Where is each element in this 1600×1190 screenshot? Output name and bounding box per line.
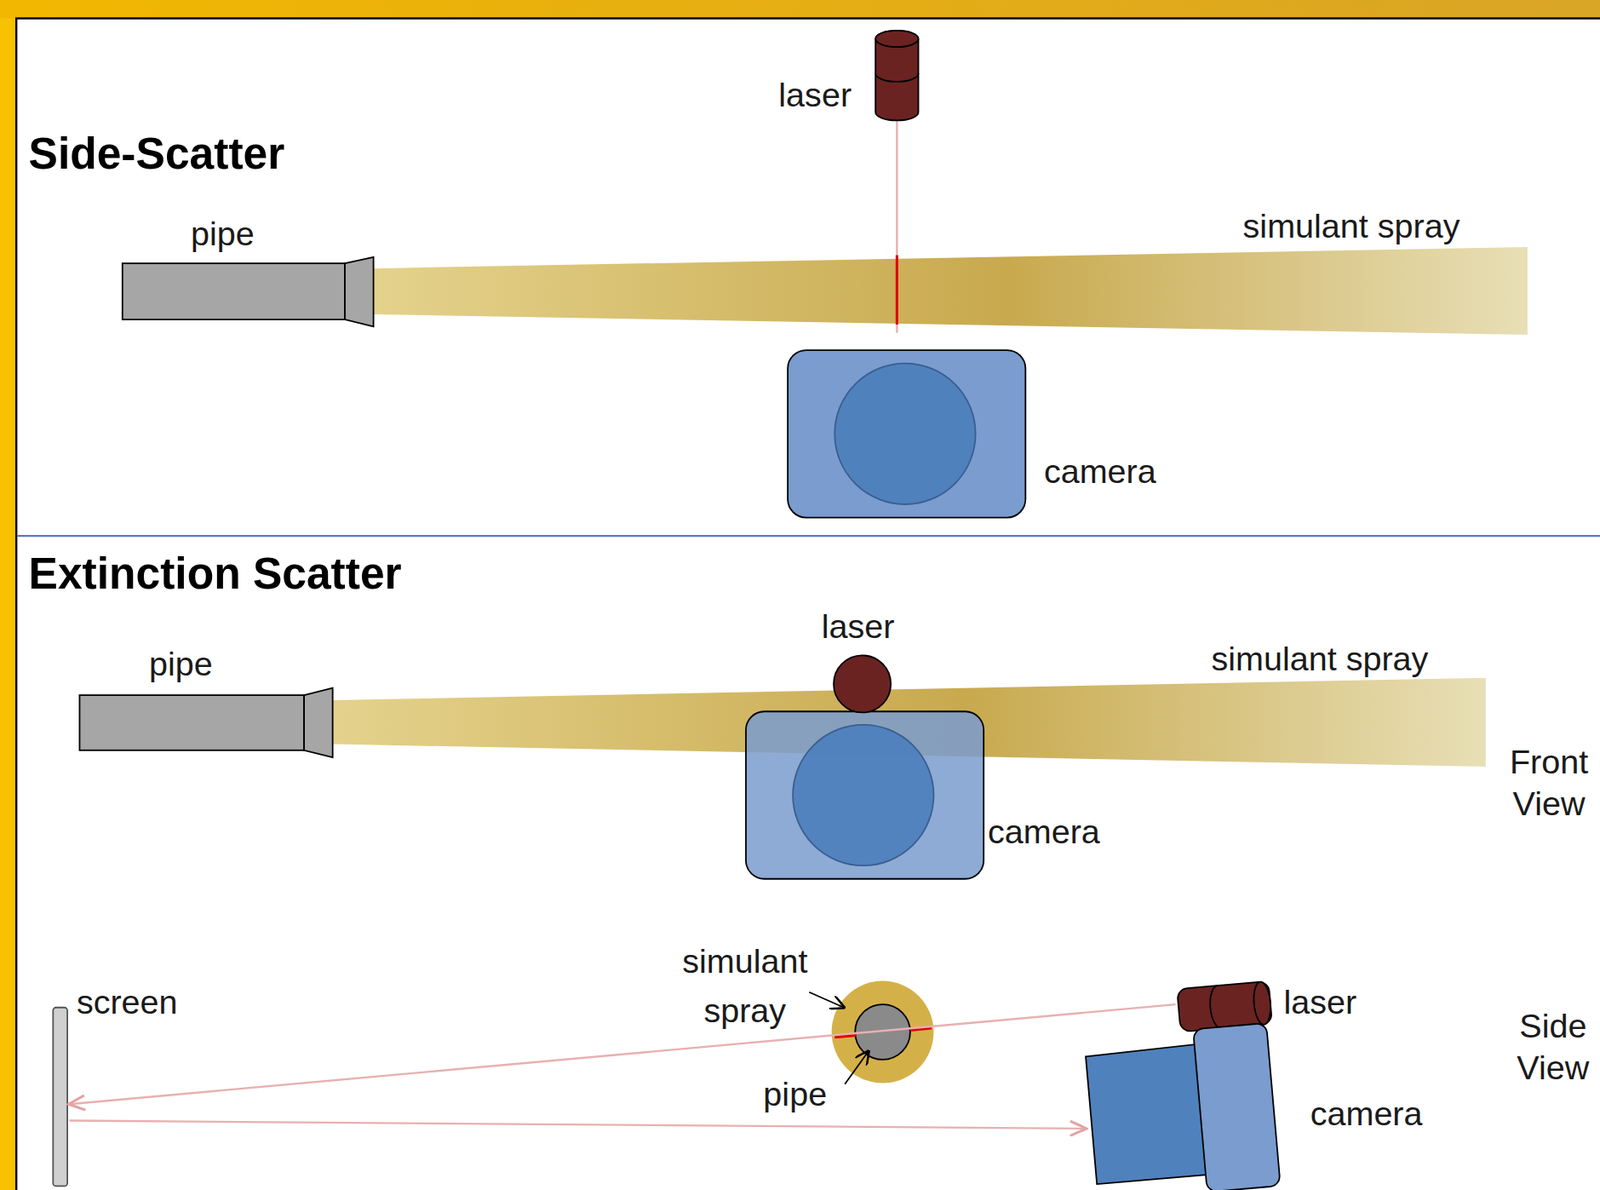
part-label: camera: [1043, 449, 1157, 492]
leader-arrow: [808, 992, 844, 1008]
section-heading: Side-Scatter: [28, 126, 286, 182]
part-label: laser: [778, 73, 852, 115]
part-label: camera: [987, 809, 1101, 852]
laser-body: [875, 30, 918, 121]
part-label: pipe: [149, 642, 213, 685]
part-label: laser: [1284, 980, 1358, 1023]
camera-body: [787, 349, 1026, 518]
screen-node: screen: [51, 1004, 70, 1188]
view-label: Side View: [1508, 1003, 1598, 1089]
laser-beam: [68, 1003, 1176, 1104]
pipe-nozzle: [344, 257, 374, 327]
part-label: simulant spray: [1243, 205, 1461, 247]
side-view-illustration: [52, 980, 1280, 1190]
camera-node: camera: [1085, 1020, 1282, 1189]
laser-beam: [68, 1120, 1086, 1129]
laser-top: [875, 30, 918, 47]
section-heading: Extinction Scatter: [28, 546, 402, 602]
view-label: Front View: [1500, 740, 1599, 826]
front-view-illustration: [79, 654, 1486, 878]
part-label: pipe: [190, 212, 255, 254]
laser-band: [875, 73, 918, 82]
part-label: camera: [1310, 1091, 1423, 1134]
camera-body: [745, 711, 984, 879]
pipe-nozzle: [303, 688, 333, 757]
part-label: pipe: [762, 1072, 827, 1114]
camera-body-side: [1192, 1022, 1281, 1190]
camera-lens: [834, 363, 975, 505]
part-label: screen: [76, 980, 178, 1023]
spray-section: [831, 980, 935, 1084]
top-bar: [0, 0, 1600, 19]
pipe-body: [79, 694, 304, 751]
beam-in-spray: [895, 255, 899, 325]
leader-arrow: [844, 1050, 869, 1084]
spray: [373, 246, 1528, 335]
laser-node: laser: [1175, 975, 1274, 1033]
panel: [16, 18, 1600, 1190]
pipe-body: [122, 263, 345, 320]
divider: [17, 534, 1600, 537]
screen-plate: [52, 1007, 68, 1187]
side-scatter-illustration: [122, 30, 1528, 518]
part-label: simulant spray: [1210, 637, 1428, 680]
laser-beam: [895, 119, 898, 333]
camera-lens: [792, 724, 934, 866]
part-label: laser: [821, 605, 895, 648]
laser-end: [833, 654, 891, 712]
part-label: simulant spray: [663, 936, 827, 1035]
